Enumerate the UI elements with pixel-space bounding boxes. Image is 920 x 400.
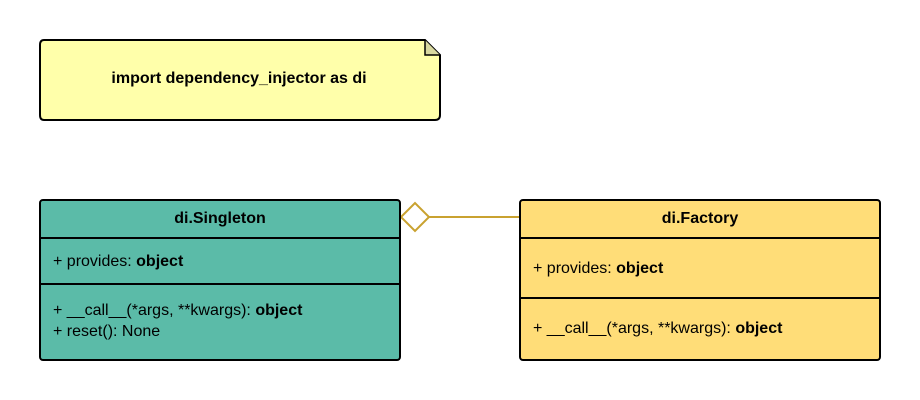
factory-op-call: + __call__(*args, **kwargs): object <box>533 319 783 337</box>
class-singleton: di.Singleton + provides: object + __call… <box>39 199 401 361</box>
note-shape <box>39 39 441 121</box>
note-text: import dependency_injector as di <box>111 70 367 87</box>
singleton-op-call: + __call__(*args, **kwargs): object <box>53 302 303 319</box>
singleton-attr-provides: + provides: object <box>53 252 184 270</box>
import-note: import dependency_injector as di <box>39 39 441 121</box>
class-name-singleton: di.Singleton <box>41 201 399 239</box>
aggregation-diamond <box>399 201 431 233</box>
class-factory: di.Factory + provides: object + __call__… <box>519 199 881 361</box>
factory-operations: + __call__(*args, **kwargs): object <box>521 299 879 357</box>
factory-attributes: + provides: object <box>521 239 879 299</box>
singleton-operations: + __call__(*args, **kwargs): object + re… <box>41 285 399 357</box>
singleton-attributes: + provides: object <box>41 239 399 285</box>
singleton-op-reset: + reset(): None <box>53 323 161 340</box>
factory-attr-provides: + provides: object <box>533 259 664 277</box>
class-name-factory: di.Factory <box>521 201 879 239</box>
